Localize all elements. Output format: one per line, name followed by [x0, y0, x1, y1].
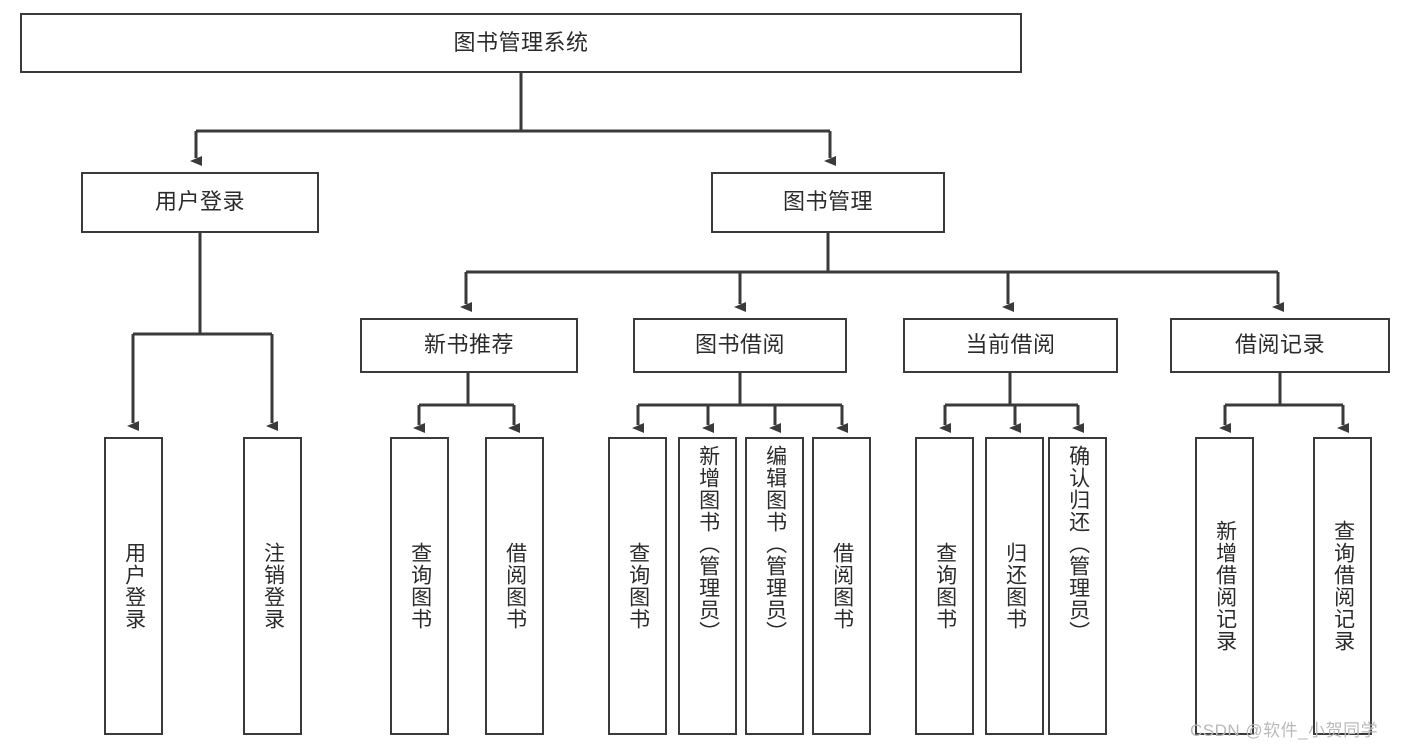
node-label: 新增图书（管理员） — [696, 445, 720, 643]
node-label: 当前借阅 — [965, 332, 1056, 358]
leaf-add-book-admin[interactable]: 新增图书（管理员） — [678, 437, 737, 735]
leaf-query-book-borrow[interactable]: 查询图书 — [608, 437, 667, 735]
node-borrow-record[interactable]: 借阅记录 — [1170, 318, 1390, 373]
node-label: 注销登录 — [261, 542, 285, 630]
node-label: 图书借阅 — [694, 332, 785, 358]
leaf-user-login[interactable]: 用户登录 — [104, 437, 163, 735]
node-label: 查询图书 — [626, 542, 650, 630]
node-label: 借阅图书 — [503, 542, 527, 630]
leaf-edit-book-admin[interactable]: 编辑图书（管理员） — [745, 437, 804, 735]
node-new-book-recommend[interactable]: 新书推荐 — [360, 318, 578, 373]
node-user-login[interactable]: 用户登录 — [81, 172, 319, 233]
node-current-borrow[interactable]: 当前借阅 — [903, 318, 1118, 373]
leaf-confirm-return-admin[interactable]: 确认归还（管理员） — [1048, 437, 1107, 735]
node-label: 用户登录 — [122, 542, 146, 630]
node-label: 查询借阅记录 — [1331, 520, 1355, 652]
leaf-add-borrow-record[interactable]: 新增借阅记录 — [1195, 437, 1254, 735]
csdn-watermark: CSDN @软件_小贺同学 — [1190, 721, 1379, 740]
node-label: 查询图书 — [933, 542, 957, 630]
node-label: 借阅记录 — [1234, 332, 1325, 358]
leaf-return-book[interactable]: 归还图书 — [985, 437, 1044, 735]
leaf-borrow-book-recommend[interactable]: 借阅图书 — [485, 437, 544, 735]
leaf-borrow-book-borrow[interactable]: 借阅图书 — [812, 437, 871, 735]
node-root-system[interactable]: 图书管理系统 — [20, 13, 1022, 73]
node-label: 借阅图书 — [830, 542, 854, 630]
leaf-query-book-current[interactable]: 查询图书 — [915, 437, 974, 735]
leaf-query-borrow-record[interactable]: 查询借阅记录 — [1313, 437, 1372, 735]
node-label: 编辑图书（管理员） — [763, 445, 787, 643]
leaf-logout-login[interactable]: 注销登录 — [243, 437, 302, 735]
node-label: 新书推荐 — [423, 332, 514, 358]
leaf-query-book-recommend[interactable]: 查询图书 — [390, 437, 449, 735]
node-label: 用户登录 — [154, 189, 245, 215]
node-label: 图书管理 — [782, 189, 873, 215]
node-label: 归还图书 — [1003, 542, 1027, 630]
node-label: 图书管理系统 — [453, 29, 589, 55]
node-book-manage[interactable]: 图书管理 — [711, 172, 945, 233]
node-book-borrow[interactable]: 图书借阅 — [633, 318, 847, 373]
node-label: 确认归还（管理员） — [1066, 445, 1090, 643]
node-label: 新增借阅记录 — [1213, 520, 1237, 652]
node-label: 查询图书 — [408, 542, 432, 630]
